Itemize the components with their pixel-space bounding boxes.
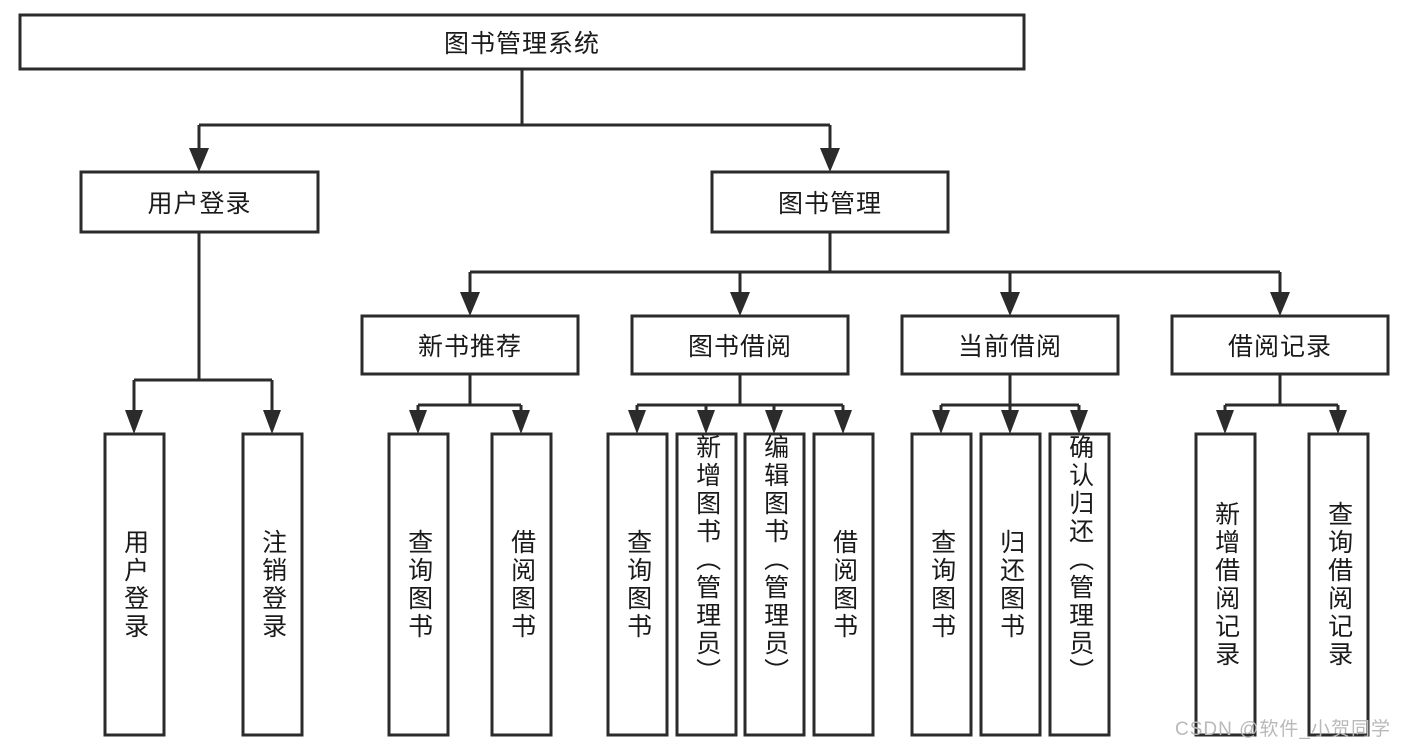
arrow-head-user-login-2	[263, 410, 281, 434]
node-leaf-borrow-2-box[interactable]	[675, 432, 738, 737]
node-leaf-user-login-1-box[interactable]	[103, 432, 166, 737]
arrow-head-to-book-manage	[820, 148, 840, 172]
arrow-head-cur-3	[1070, 410, 1088, 434]
arrow-head-to-borrow-record	[1270, 292, 1290, 316]
arrow-head-rs-1	[1216, 410, 1234, 434]
node-borrow-record-box[interactable]	[1170, 314, 1390, 376]
node-book-borrow-box[interactable]	[630, 314, 850, 376]
arrow-head-to-user-login	[189, 148, 209, 172]
arrow-head-borrow-4	[834, 410, 852, 434]
arrow-head-rec-1	[409, 410, 427, 434]
node-root-box[interactable]	[18, 13, 1026, 71]
arrow-head-to-new-book-rec	[460, 292, 480, 316]
node-leaf-borrow-4-box[interactable]	[812, 432, 875, 737]
node-leaf-rec-1-box[interactable]	[387, 432, 450, 737]
arrow-head-user-login-1	[125, 410, 143, 434]
node-leaf-user-login-2-box[interactable]	[241, 432, 304, 737]
node-leaf-rec-2-box[interactable]	[490, 432, 553, 737]
node-leaf-cur-1-box[interactable]	[910, 432, 973, 737]
arrow-head-rec-2	[512, 410, 530, 434]
arrow-head-borrow-2	[697, 410, 715, 434]
arrow-head-cur-2	[1001, 410, 1019, 434]
arrow-head-borrow-3	[765, 410, 783, 434]
node-book-manage-box[interactable]	[710, 170, 950, 234]
node-leaf-borrow-3-box[interactable]	[743, 432, 806, 737]
arrow-head-to-book-borrow	[730, 292, 750, 316]
node-leaf-rs-1-box[interactable]	[1194, 432, 1257, 737]
node-current-borrow-box[interactable]	[900, 314, 1120, 376]
watermark-text: CSDN @软件_小贺同学	[1175, 719, 1391, 740]
arrow-head-borrow-1	[628, 410, 646, 434]
node-user-login-box[interactable]	[79, 170, 320, 234]
arrow-head-to-current-borrow	[1000, 292, 1020, 316]
node-leaf-rs-2-box[interactable]	[1307, 432, 1370, 737]
node-leaf-borrow-1-box[interactable]	[606, 432, 669, 737]
arrow-head-rs-2	[1329, 410, 1347, 434]
node-new-book-rec-box[interactable]	[360, 314, 580, 376]
node-leaf-cur-2-box[interactable]	[979, 432, 1042, 737]
arrow-head-cur-1	[932, 410, 950, 434]
node-leaf-cur-3-box[interactable]	[1048, 432, 1111, 737]
